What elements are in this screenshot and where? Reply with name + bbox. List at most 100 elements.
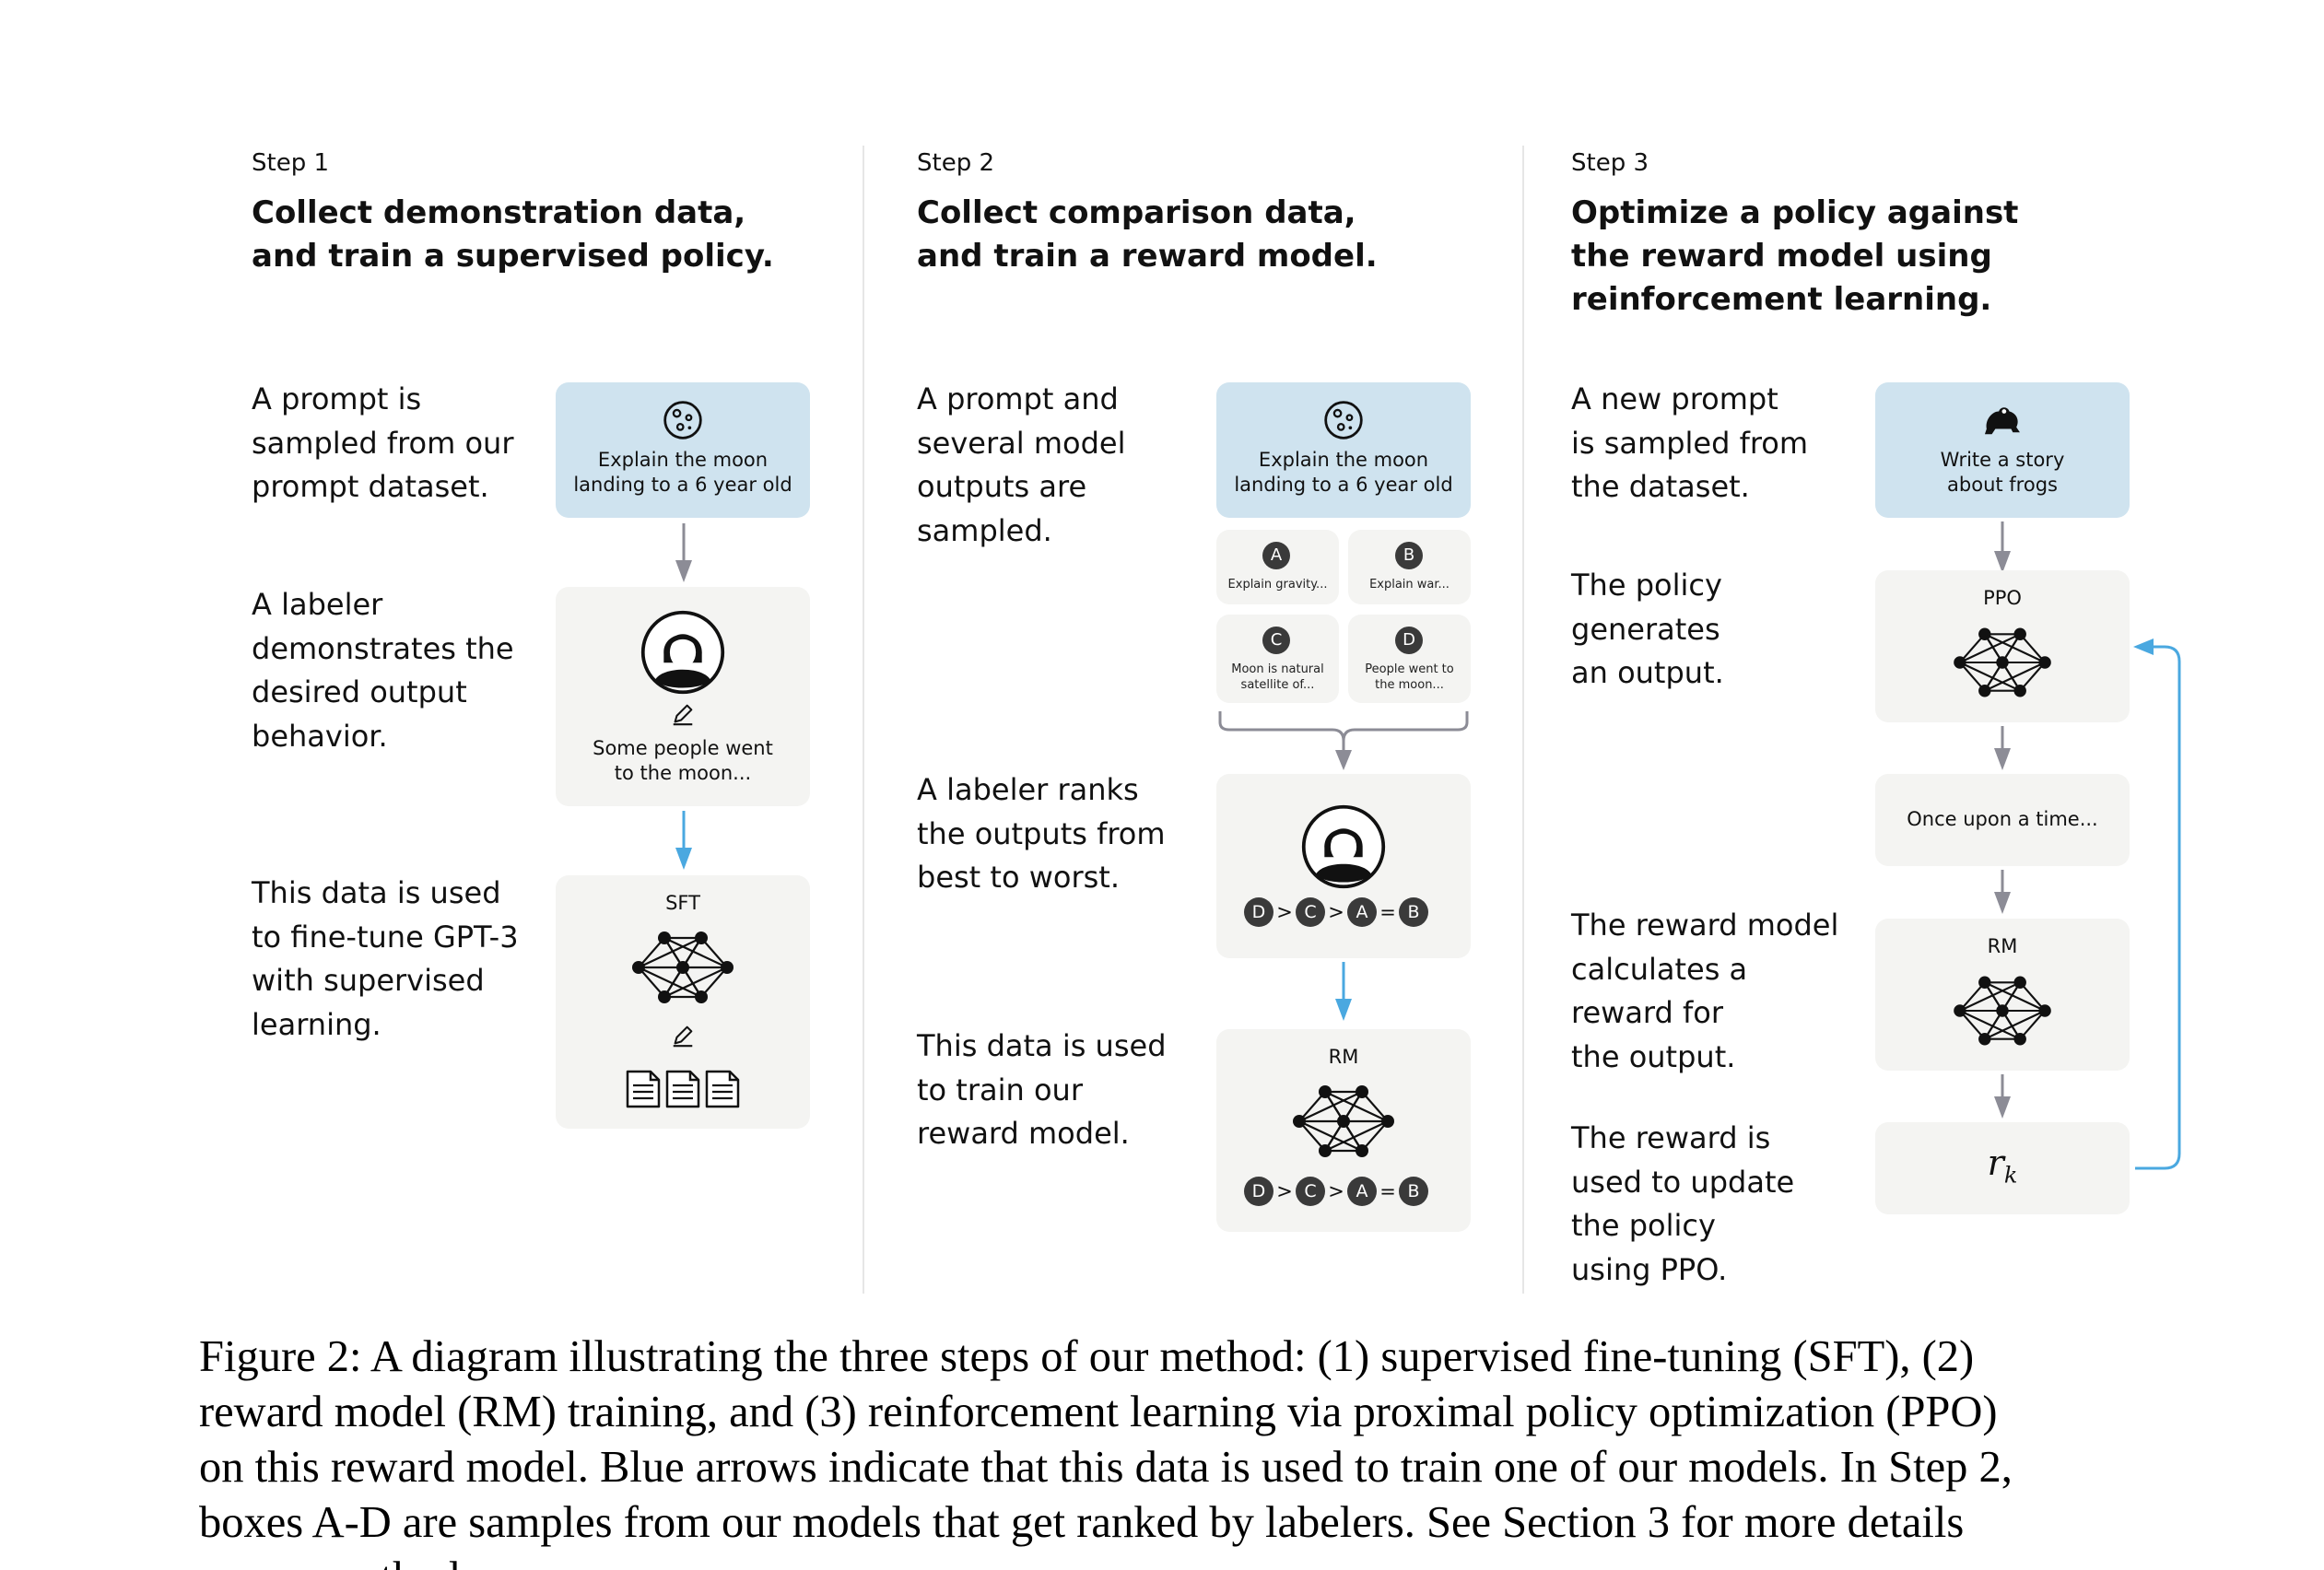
output-line: Moon is natural	[1231, 662, 1324, 676]
desc-line: A prompt and	[917, 381, 1119, 416]
model-label: RM	[1328, 1046, 1359, 1068]
step-description: This data is used to train our reward mo…	[917, 1025, 1167, 1156]
desc-line: outputs are	[917, 469, 1087, 504]
rank-operator: =	[1379, 901, 1396, 923]
rank-badge: A	[1347, 897, 1377, 927]
prompt-box: Explain the moon landing to a 6 year old	[556, 382, 810, 518]
caption-line: Figure 2: A diagram illustrating the thr…	[199, 1332, 1975, 1381]
caption-line: reward model (RM) training, and (3) rein…	[199, 1388, 1998, 1436]
output-line: satellite of...	[1240, 678, 1315, 692]
desc-line: prompt dataset.	[252, 469, 489, 504]
moon-icon	[662, 399, 704, 441]
rank-operator: >	[1328, 1180, 1344, 1202]
rank-operator: >	[1276, 1180, 1293, 1202]
step-description: A labeler ranks the outputs from best to…	[917, 768, 1166, 900]
ranking-row: D > C > A = B	[1244, 1177, 1443, 1208]
desc-line: desired output	[252, 674, 467, 709]
output-line: People went to	[1365, 662, 1454, 676]
neural-network-icon	[1949, 967, 2056, 1055]
step-label: Step 3	[1571, 149, 1649, 177]
desc-line: with supervised	[252, 963, 485, 998]
rank-badge: C	[1296, 1177, 1325, 1206]
ppo-policy-box: PPO	[1875, 570, 2130, 722]
desc-line: The policy	[1571, 568, 1722, 603]
rm-model-box: RM D > C > A = B	[1216, 1029, 1471, 1232]
grey-arrow	[1994, 521, 2011, 573]
output-box-d: D People went to the moon...	[1348, 615, 1471, 703]
desc-line: The reward model	[1571, 908, 1839, 943]
model-label: SFT	[665, 892, 700, 914]
rank-operator: >	[1276, 901, 1293, 923]
desc-line: is sampled from	[1571, 425, 1809, 461]
document-icon	[704, 1069, 741, 1109]
output-box-c: C Moon is natural satellite of...	[1216, 615, 1339, 703]
desc-line: learning.	[252, 1006, 381, 1042]
step-description: The policy generates an output.	[1571, 564, 1724, 696]
feedback-arrow	[2133, 639, 2181, 1170]
figure-caption: Figure 2: A diagram illustrating the thr…	[199, 1330, 2318, 1570]
desc-line: the outputs from	[917, 815, 1166, 851]
output-text: People went to the moon...	[1348, 662, 1471, 693]
desc-line: generates	[1571, 611, 1720, 647]
title-line: Collect demonstration data,	[252, 194, 746, 231]
output-box-b: B Explain war...	[1348, 530, 1471, 604]
neural-network-icon	[628, 921, 738, 1013]
desc-line: A new prompt	[1571, 381, 1778, 416]
desc-line: reward for	[1571, 995, 1723, 1030]
blue-arrow	[1335, 962, 1352, 1021]
step-description: A prompt and several model outputs are s…	[917, 378, 1125, 553]
desc-line: behavior.	[252, 718, 388, 754]
step-title: Optimize a policy against the reward mod…	[1571, 192, 2018, 322]
demonstration-box: Some people went to the moon...	[556, 587, 810, 806]
title-line: the reward model using	[1571, 238, 1992, 275]
step-description: A new prompt is sampled from the dataset…	[1571, 378, 1808, 510]
title-line: reinforcement learning.	[1571, 281, 1992, 318]
desc-line: A prompt is	[252, 381, 422, 416]
desc-line: several model	[917, 425, 1126, 461]
step-title: Collect comparison data, and train a rew…	[917, 192, 1378, 278]
rank-badge: D	[1244, 897, 1274, 927]
ranking-box: D > C > A = B	[1216, 774, 1471, 958]
grey-arrow	[1994, 870, 2011, 914]
grey-arrow	[675, 523, 692, 582]
bracket-arrow	[1218, 711, 1469, 770]
step-description: The reward model calculates a reward for…	[1571, 904, 1838, 1079]
prompt-text: Write a story about frogs	[1875, 448, 2130, 498]
reward-value: rk	[1875, 1142, 2130, 1189]
prompt-box: Write a story about frogs	[1875, 382, 2130, 518]
step-label: Step 1	[252, 149, 330, 177]
output-box-a: A Explain gravity...	[1216, 530, 1339, 604]
blue-arrow	[675, 811, 692, 870]
column-divider	[863, 146, 864, 1294]
caption-line: on this reward model. Blue arrows indica…	[199, 1443, 2013, 1492]
desc-line: the output.	[1571, 1038, 1736, 1074]
prompt-text: Explain the moon landing to a 6 year old	[556, 448, 810, 498]
prompt-line: landing to a 6 year old	[573, 474, 792, 496]
output-letter-badge: A	[1262, 542, 1290, 569]
reward-symbol: r	[1987, 1142, 2004, 1183]
desc-line: The reward is	[1571, 1120, 1771, 1155]
model-label: PPO	[1983, 587, 2022, 609]
reward-box: rk	[1875, 1122, 2130, 1214]
desc-line: This data is used	[917, 1028, 1167, 1063]
desc-line: A labeler ranks	[917, 772, 1139, 807]
desc-line: This data is used	[252, 875, 501, 910]
neural-network-icon	[1949, 618, 2056, 707]
desc-line: to train our	[917, 1072, 1083, 1107]
pencil-icon	[670, 701, 696, 727]
moon-icon	[1322, 399, 1365, 441]
output-text: Moon is natural satellite of...	[1216, 662, 1339, 693]
sft-model-box: SFT	[556, 875, 810, 1129]
output-text: Explain gravity...	[1227, 578, 1328, 592]
desc-line: sampled.	[917, 512, 1052, 548]
desc-line: to fine-tune GPT-3	[252, 919, 519, 955]
desc-line: A labeler	[252, 587, 383, 622]
step-description: A prompt is sampled from our prompt data…	[252, 378, 513, 510]
rank-badge: A	[1347, 1177, 1377, 1206]
desc-line: best to worst.	[917, 860, 1120, 895]
prompt-line: Explain the moon	[597, 449, 769, 471]
title-line: Optimize a policy against	[1571, 194, 2019, 231]
neural-network-icon	[1288, 1075, 1399, 1167]
desc-line: demonstrates the	[252, 630, 514, 666]
prompt-line: Explain the moon	[1258, 449, 1429, 471]
